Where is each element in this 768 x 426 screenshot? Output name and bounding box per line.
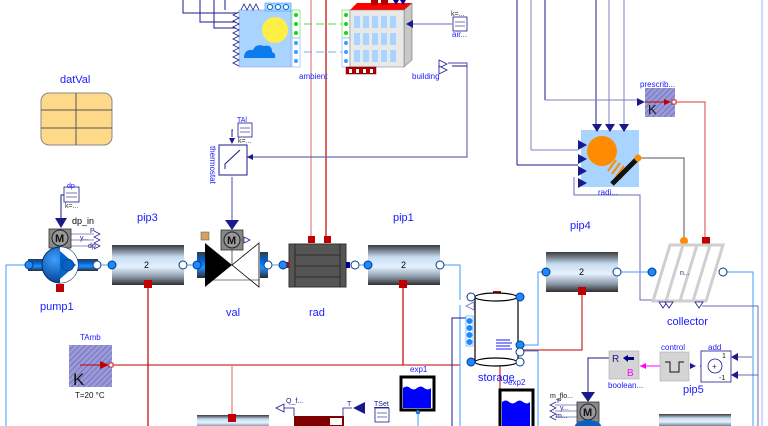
control-label: control [661,343,685,352]
datval-table-block[interactable]: datVal [40,74,113,146]
collector-label: collector [667,316,708,328]
air-source-param: k=... [451,11,464,18]
collector-inner-label: n... [680,270,690,277]
control-block[interactable]: control [659,343,696,382]
pump1-output-dp: dp [88,243,96,250]
datval-label: datVal [60,74,90,86]
pip4-block[interactable]: pip4 2 [541,220,622,295]
radiation-block[interactable]: radi... [578,124,642,197]
thermostat-block[interactable]: TAl k=... thermostat [208,117,253,185]
expansion-vessel-1[interactable]: exp1 [399,365,436,415]
valve-param-icon [200,231,210,241]
heater-input-label: T [347,401,352,408]
boolean-r-label: R [612,354,619,365]
pump1-output-y: y... [80,235,89,242]
pip1-label: pip1 [393,212,414,224]
exp1-label: exp1 [410,365,428,374]
exp2-label: exp2 [508,378,526,387]
pip1-block[interactable]: pip1 2 [359,212,445,288]
expansion-vessel-2[interactable]: exp2 [498,378,535,426]
tamb-param: T=20 °C [75,391,105,400]
radiator-block[interactable]: rad [272,236,360,319]
radiation-label: radi... [598,188,618,197]
heater-block[interactable]: Q_f... T [275,398,365,426]
storage-tank-block[interactable]: storage [465,291,525,384]
pump1-motor-label: M [55,233,64,245]
prescribed-temp-unit: K [648,102,657,117]
solar-collector-block[interactable]: n... collector [647,237,728,328]
pump2-block[interactable]: m_flo... M P y... m... [549,392,601,426]
pump1-block[interactable]: dp k=... dp_in M P y... dp pump1 [24,183,102,313]
add-symbol: + [712,362,717,371]
ambient-label: ambient [299,72,328,81]
pump2-input-label: m_flo... [550,393,573,400]
add-label: add [708,343,721,352]
pip4-label: pip4 [570,220,591,232]
tset-label: TSet [374,401,389,408]
pip3-segments: 2 [144,260,149,270]
arrow-left-icon [623,355,634,362]
pump1-setpoint-param: k=... [65,203,78,210]
tamb-label: TAmb [80,333,101,342]
thermostat-setpoint-param: k=... [238,138,251,145]
sun-icon [262,17,288,43]
bottom-pipe-left[interactable] [197,414,269,426]
pip5-label: pip5 [683,384,704,396]
cloud-icon [244,45,276,58]
radiator-label: rad [309,307,325,319]
add-gain-bottom: -1 [719,375,725,382]
pip3-label: pip3 [137,212,158,224]
pip3-block[interactable]: pip3 2 [101,212,188,288]
building-block[interactable] [341,0,413,75]
prescribed-temperature-block[interactable]: prescrib... K [637,80,677,117]
pump1-setpoint-label: dp [67,183,75,190]
air-source-block[interactable]: k=... air... [451,11,468,39]
boolean-b-label: B [627,368,634,379]
boolean-label: boolean... [608,381,643,390]
building-label: building [412,72,440,81]
thermostat-label: thermostat [208,146,217,185]
pump2-output-m: m... [556,413,568,420]
pip4-segments: 2 [579,267,584,277]
boolean-to-real-block[interactable]: R B boolean... [608,350,646,390]
valve-block[interactable]: M val [187,220,273,319]
tamb-unit: K [73,370,85,389]
add-gain-top: 1 [722,353,726,360]
valve-motor-label: M [227,235,236,247]
air-source-label: air... [452,30,467,39]
sun-icon [587,136,617,166]
pump1-output-p: P [90,228,95,235]
pip1-segments: 2 [401,260,406,270]
add-block[interactable]: add + 1 -1 [700,343,758,383]
pump2-motor-label: M [583,407,592,419]
tamb-block[interactable]: TAmb K T=20 °C [69,333,114,400]
pump2-output-p: P [557,398,562,405]
prescribed-temp-label: prescrib... [640,80,675,89]
building-output-connector[interactable] [438,59,448,75]
pump1-label: pump1 [40,301,74,313]
heater-output-label: Q_f... [286,398,303,405]
pump1-input-label: dp_in [72,216,94,226]
pump2-output-y: y... [560,405,569,412]
valve-label: val [226,307,240,319]
weather-data-block[interactable] [232,2,301,68]
pip5-block[interactable] [659,414,731,426]
storage-label: storage [478,372,515,384]
thermostat-setpoint-label: TAl [237,117,247,124]
tset-block[interactable]: TSet [374,401,390,423]
